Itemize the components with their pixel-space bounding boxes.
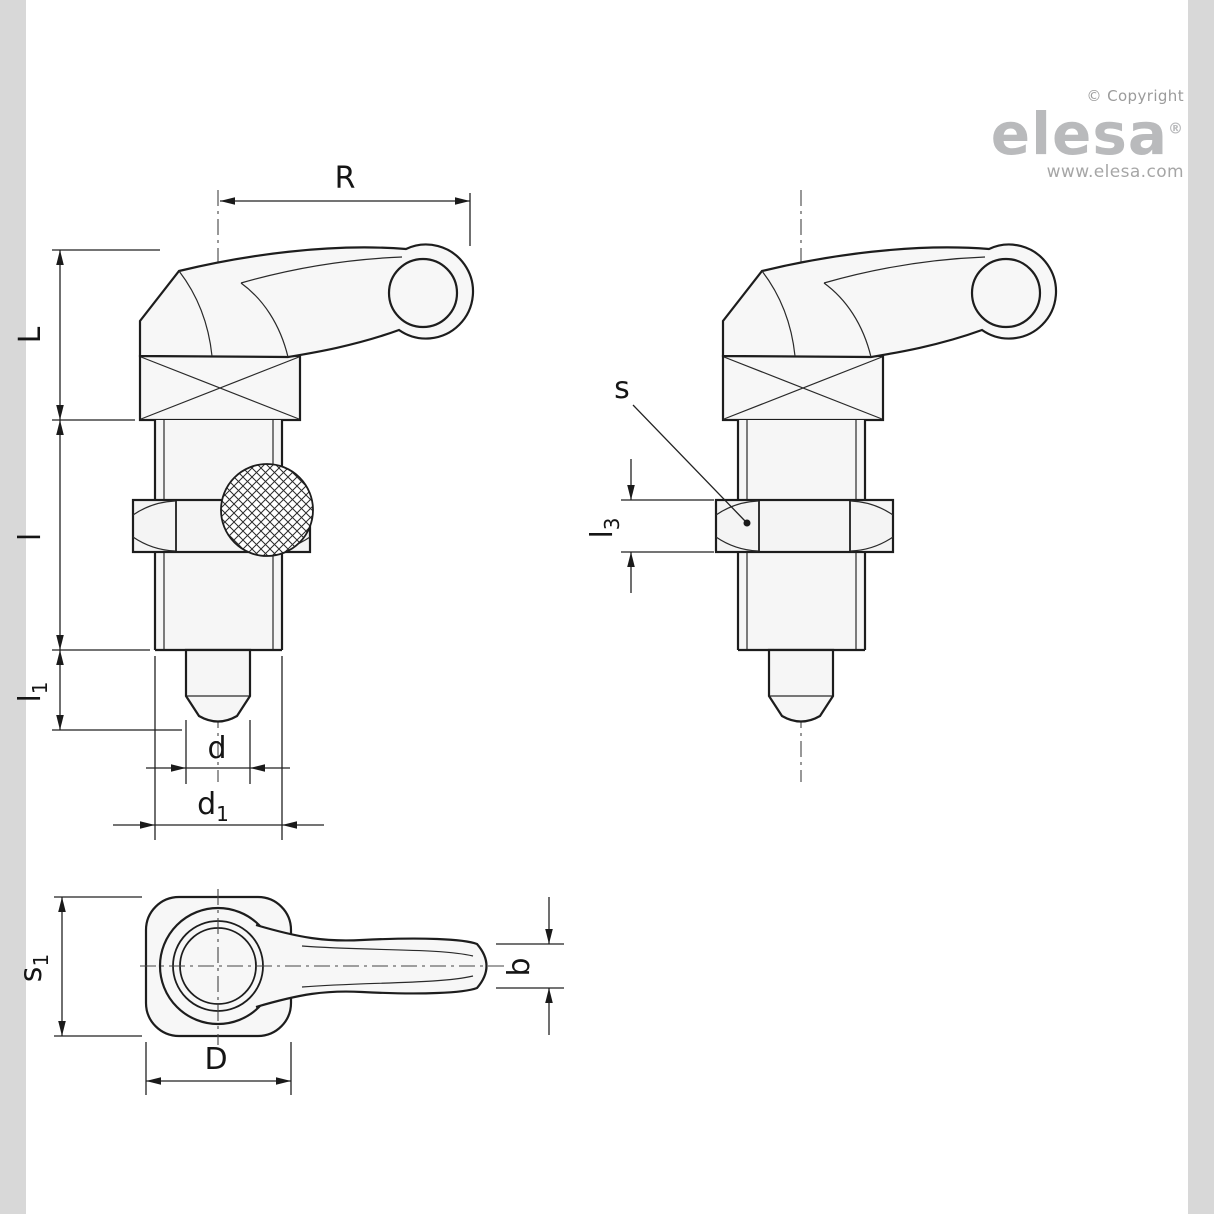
dim-label-d1: d1 [197, 787, 229, 826]
dimension-d: d [146, 720, 290, 784]
dim-label-l3: l3 [585, 517, 624, 538]
copyright-text: © Copyright [1086, 87, 1184, 105]
top-view: s1 D b [14, 889, 564, 1095]
elesa-logo: elesa® [990, 99, 1184, 168]
side-view: s l3 [585, 188, 1058, 784]
front-view: R L l l1 d [13, 161, 475, 840]
leader-dot [743, 519, 751, 527]
registered-mark: ® [1168, 119, 1184, 138]
dimension-b: b [496, 897, 564, 1035]
left-edge-bar [0, 0, 26, 1214]
dim-label-s1: s1 [14, 954, 53, 982]
dim-label-R: R [335, 161, 356, 196]
dimension-d1: d1 [113, 656, 324, 840]
dim-label-b: b [502, 957, 537, 976]
dimension-chain-left: L l l1 [13, 249, 182, 731]
dim-label-l: l [13, 533, 48, 541]
dimension-D: D [145, 1042, 292, 1095]
dim-label-l1: l1 [13, 681, 52, 702]
knurled-cam-detail [220, 463, 314, 557]
dim-label-L: L [13, 326, 48, 343]
dimension-l3: l3 [585, 459, 714, 593]
dim-label-D: D [204, 1042, 227, 1077]
annotation-s: s [614, 371, 751, 527]
branding-block: © Copyright elesa® www.elesa.com [991, 88, 1184, 181]
dimension-R: R [220, 161, 471, 246]
website-text: www.elesa.com [1046, 161, 1184, 182]
dim-label-d: d [207, 731, 226, 766]
dimension-s1: s1 [14, 896, 142, 1037]
right-edge-bar [1188, 0, 1214, 1214]
dim-label-s: s [614, 371, 630, 406]
